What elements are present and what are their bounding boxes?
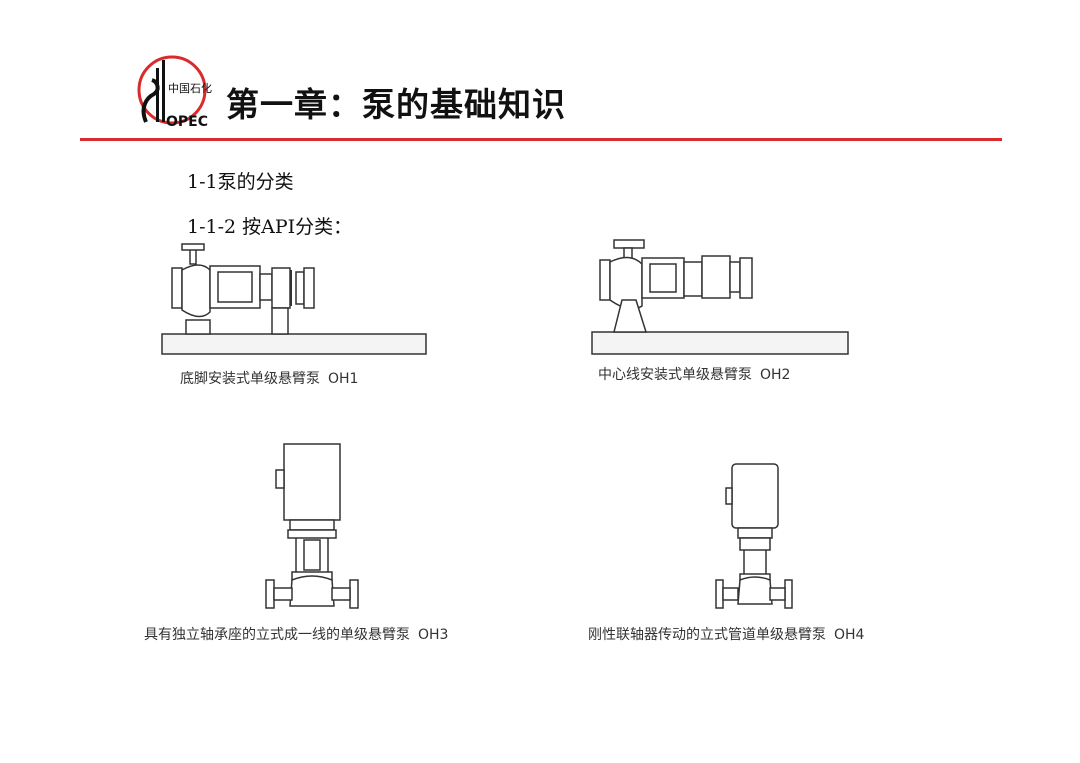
svg-text:OPEC: OPEC [166, 114, 208, 130]
pump-oh1-caption: 底脚安装式单级悬臂泵 OH1 [180, 368, 358, 388]
page-title: 第一章：泵的基础知识 [226, 85, 566, 124]
pump-oh2-figure [590, 238, 854, 358]
pump-oh2-caption: 中心线安装式单级悬臂泵 OH2 [598, 364, 790, 384]
pump-oh3-caption: 具有独立轴承座的立式成一线的单级悬臂泵 OH3 [144, 624, 448, 644]
pump-oh2-caption-text: 中心线安装式单级悬臂泵 [598, 367, 752, 383]
pump-oh1-code: OH1 [328, 371, 359, 387]
pump-oh3-caption-text: 具有独立轴承座的立式成一线的单级悬臂泵 [144, 627, 410, 643]
vertical-inline-pump-rigid-coupling-icon [715, 463, 793, 609]
pump-oh4-code: OH4 [834, 627, 865, 643]
subsection-heading: 1-1-2 按API分类： [187, 216, 353, 238]
pump-oh3-figure [262, 440, 362, 620]
pump-oh1-figure [160, 240, 430, 358]
horizontal-foot-mounted-pump-icon [161, 243, 427, 355]
pump-oh2-code: OH2 [760, 367, 791, 383]
sinopec-logo-icon: 中国石化 OPEC [137, 55, 212, 130]
pump-oh1-caption-text: 底脚安装式单级悬臂泵 [180, 371, 320, 387]
vertical-inline-pump-bearing-frame-icon [265, 443, 359, 609]
pump-oh4-figure [714, 462, 794, 620]
horizontal-centerline-mounted-pump-icon [591, 239, 849, 355]
svg-text:中国石化: 中国石化 [168, 81, 212, 95]
pump-oh4-caption: 刚性联轴器传动的立式管道单级悬臂泵 OH4 [588, 624, 864, 644]
header-divider [80, 138, 1002, 141]
pump-oh3-code: OH3 [418, 627, 449, 643]
sinopec-logo: 中国石化 OPEC [132, 50, 212, 132]
section-heading: 1-1泵的分类 [187, 171, 294, 193]
pump-oh4-caption-text: 刚性联轴器传动的立式管道单级悬臂泵 [588, 627, 826, 643]
